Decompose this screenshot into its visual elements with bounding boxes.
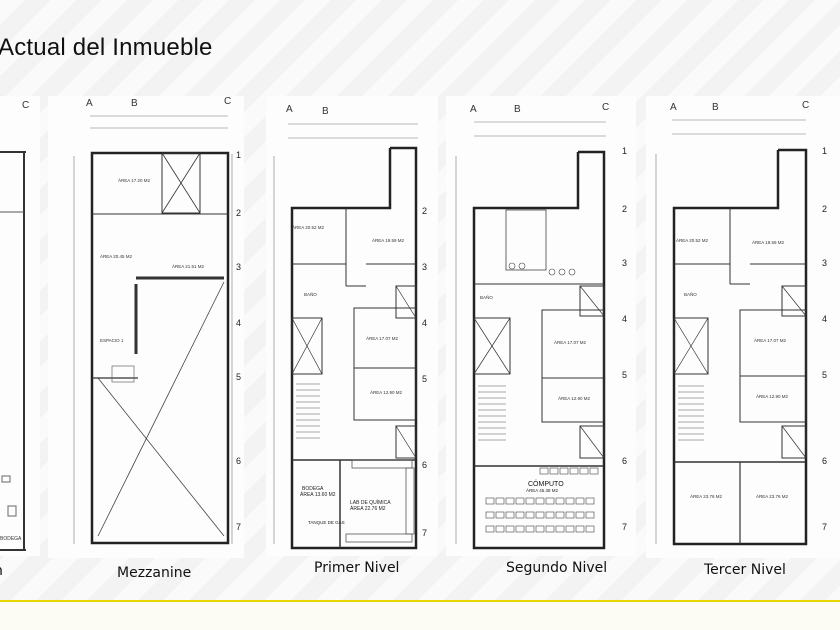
axis-letter: C xyxy=(802,100,809,111)
axis-letter: A xyxy=(470,104,477,115)
room-label: ÁREA 20.52 M2 xyxy=(676,237,709,243)
row-number: 4 xyxy=(422,318,427,328)
axis-letter: C xyxy=(602,102,609,113)
room-label: ÁREA 22.76 M2 xyxy=(350,505,386,512)
room-label: ÁREA 19.59 M2 xyxy=(372,237,405,243)
room-label: BODEGA xyxy=(302,486,324,492)
row-number: 5 xyxy=(236,372,241,382)
room-label: BAÑO xyxy=(480,294,493,300)
row-number: 4 xyxy=(822,314,827,324)
floor-plan-caption: n xyxy=(0,563,3,579)
room-label: ÁREA 17.20 M2 xyxy=(118,177,151,183)
axis-letter: B xyxy=(131,98,138,109)
room-label: ÁREA 19.59 M2 xyxy=(752,239,785,245)
room-label: BAÑO xyxy=(684,291,697,297)
row-number: 2 xyxy=(622,204,627,214)
row-number: 7 xyxy=(622,522,627,532)
floor-plan-caption: Segundo Nivel xyxy=(506,560,608,576)
room-label: ÁREA 21.51 M2 xyxy=(172,263,205,269)
row-number: 5 xyxy=(622,370,627,380)
floor-plan-segundo-nivel: A B C xyxy=(446,96,636,556)
room-label: ÁREA 23.76 M2 xyxy=(756,493,789,499)
room-label: ÁREA 20.52 M2 xyxy=(292,224,325,230)
room-label: CÓMPUTO xyxy=(528,479,564,488)
floor-plan-caption: Primer Nivel xyxy=(314,560,400,576)
room-label: BAÑO xyxy=(304,291,317,297)
axis-letter: B xyxy=(514,104,521,115)
row-number: 7 xyxy=(422,528,427,538)
floor-plan-partial: C BODEGA xyxy=(0,96,40,556)
axis-letter: C xyxy=(224,96,231,107)
room-label: ÁREA 17.07 M2 xyxy=(554,339,587,345)
room-label: ÁREA 17.07 M2 xyxy=(754,337,787,343)
row-number: 3 xyxy=(822,258,827,268)
room-label: ÁREA 20.45 M2 xyxy=(100,253,133,259)
row-number: 6 xyxy=(622,456,627,466)
row-number: 6 xyxy=(422,460,427,470)
row-number: 3 xyxy=(422,262,427,272)
axis-letter: A xyxy=(670,102,677,113)
row-number: 7 xyxy=(236,522,241,532)
room-label: ÁREA 13.60 M2 xyxy=(300,491,336,498)
footer-accent-line xyxy=(0,600,840,602)
room-label: LAB DE QUÍMICA xyxy=(350,499,391,506)
row-number: 4 xyxy=(622,314,627,324)
row-number: 5 xyxy=(822,370,827,380)
row-number: 6 xyxy=(822,456,827,466)
floor-plan-caption: Mezzanine xyxy=(117,565,192,581)
row-number: 1 xyxy=(822,146,827,156)
row-number: 3 xyxy=(622,258,627,268)
room-label: ÁREA 12.90 M2 xyxy=(370,389,403,395)
room-label: BODEGA xyxy=(0,536,22,542)
row-number: 3 xyxy=(236,262,241,272)
row-number: 1 xyxy=(622,146,627,156)
axis-letter: B xyxy=(322,106,329,117)
room-label: ÁREA 45.38 M2 xyxy=(526,487,559,493)
row-number: 7 xyxy=(822,522,827,532)
row-number: 5 xyxy=(422,374,427,384)
room-label: ÁREA 17.07 M2 xyxy=(366,335,399,341)
floor-plan-mezzanine: A B C ÁREA 17.20 M2 ÁREA 20.45 M2 ÁREA 2… xyxy=(48,96,244,558)
footer-strip xyxy=(0,602,840,630)
row-number: 6 xyxy=(236,456,241,466)
row-number: 2 xyxy=(422,206,427,216)
room-label: ÁREA 12.90 M2 xyxy=(756,393,789,399)
floor-plan-caption: Tercer Nivel xyxy=(704,562,786,578)
svg-text:C: C xyxy=(22,100,29,111)
row-number: 1 xyxy=(236,150,241,160)
row-number: 4 xyxy=(236,318,241,328)
room-label: ÁREA 12.90 M2 xyxy=(558,395,591,401)
axis-letter: B xyxy=(712,102,719,113)
axis-letter: A xyxy=(86,98,93,109)
row-number: 2 xyxy=(236,208,241,218)
slide-title: Actual del Inmueble xyxy=(0,34,213,61)
floor-plan-tercer-nivel: A B C ÁREA 20.52 M2 ÁREA 19.59 M2 BAÑO xyxy=(646,96,840,558)
row-number: 2 xyxy=(822,204,827,214)
room-label: ÁREA 23.76 M2 xyxy=(690,493,723,499)
axis-letter: A xyxy=(286,104,293,115)
room-label: ESPACIO 1 xyxy=(100,338,124,343)
floor-plan-primer-nivel: A B ÁREA 20.52 M2 ÁREA 19.59 M2 xyxy=(266,96,438,556)
room-label: TANQUE DE GAS xyxy=(308,520,345,525)
